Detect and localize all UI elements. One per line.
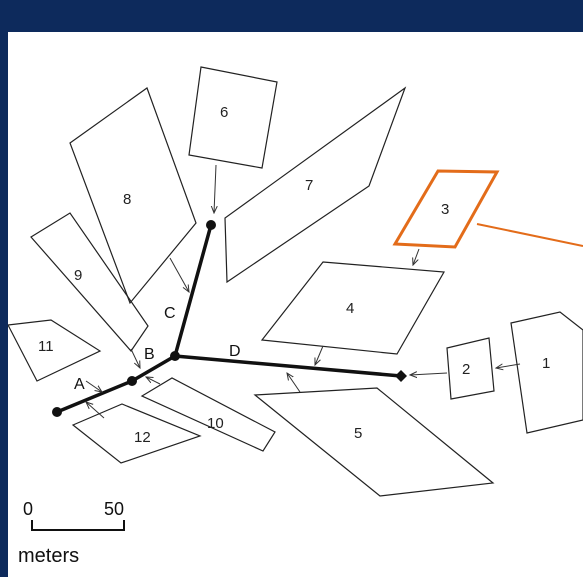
scale-bar: [31, 520, 125, 531]
plot-2-outline: [446, 337, 495, 400]
plot-label-7: 7: [305, 177, 313, 194]
plot-map-svg: 1 2 3 4 5 6 7 8 9 10 11 12 A B C D 0 50 …: [8, 66, 583, 567]
path-label-c: C: [164, 305, 176, 322]
plot-10-outline: [140, 377, 276, 452]
plot-label-4: 4: [346, 300, 354, 317]
plot-9-outline: [30, 212, 149, 352]
access-arrow-9: [130, 348, 140, 368]
plot-label-11: 11: [38, 338, 54, 355]
node-junction: [170, 351, 180, 361]
plot-label-5: 5: [354, 425, 362, 442]
access-arrow-5: [287, 373, 301, 393]
access-arrow-3: [413, 248, 420, 265]
plot-label-1: 1: [542, 355, 550, 372]
plot-7-outline: [224, 86, 407, 284]
access-arrow-8: [169, 257, 189, 292]
plot-label-10: 10: [207, 415, 224, 432]
highlight-pointer: [476, 223, 583, 247]
road-b: [130, 354, 177, 383]
road-c: [173, 223, 213, 358]
node-a-end: [52, 407, 62, 417]
access-arrow-10: [146, 377, 161, 385]
node-d-end: [395, 370, 407, 382]
path-label-a: A: [74, 376, 85, 393]
plot-label-12: 12: [134, 429, 151, 446]
plot-label-3: 3: [441, 201, 449, 218]
plot-8-outline: [69, 87, 197, 305]
access-arrow-11: [85, 380, 102, 392]
plot-label-2: 2: [462, 361, 470, 378]
access-arrow-6: [214, 164, 216, 213]
scale-unit-label: meters: [18, 545, 79, 567]
access-arrow-4: [315, 345, 324, 365]
path-label-b: B: [144, 346, 155, 363]
node-c-end: [206, 220, 216, 230]
plot-1-outline: [510, 311, 583, 434]
plot-6-outline: [188, 66, 278, 169]
access-arrow-12: [86, 402, 105, 419]
road-d: [173, 354, 403, 378]
plot-label-8: 8: [123, 191, 131, 208]
plot-label-9: 9: [74, 267, 82, 284]
scale-min-label: 0: [23, 499, 33, 519]
diagram-canvas: 1 2 3 4 5 6 7 8 9 10 11 12 A B C D 0 50 …: [8, 32, 583, 577]
plot-3-highlight[interactable]: [392, 169, 500, 249]
scale-max-label: 50: [104, 499, 124, 519]
plot-12-outline: [71, 403, 202, 464]
plot-5-outline: [253, 387, 495, 497]
plot-11-outline: [8, 319, 102, 382]
plot-label-6: 6: [220, 104, 228, 121]
access-arrow-1: [496, 364, 521, 368]
access-arrow-2: [410, 373, 448, 375]
road-a: [55, 379, 134, 414]
plot-4-outline: [260, 261, 445, 355]
path-label-d: D: [229, 343, 241, 360]
node-ab: [127, 376, 137, 386]
